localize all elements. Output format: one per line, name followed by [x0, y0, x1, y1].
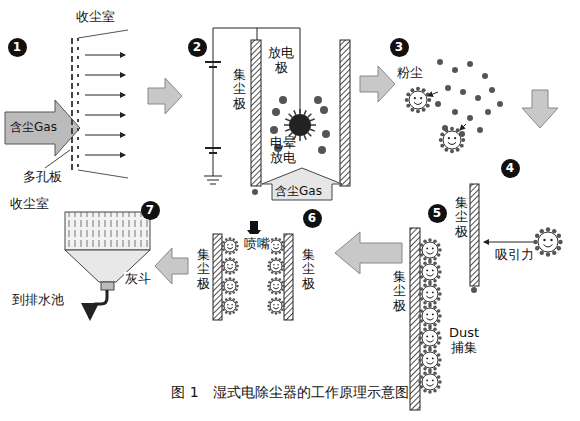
callout-number: 4 [501, 159, 520, 178]
particles-4 [533, 227, 562, 256]
particles-5 [418, 238, 442, 394]
label: 集尘极 [393, 270, 406, 313]
callout-number: 5 [428, 204, 447, 223]
label: 喷嘴 [243, 237, 271, 252]
callout-text: 1 [13, 40, 21, 54]
panel-4 [470, 184, 535, 293]
label: 集尘极 [233, 68, 246, 111]
label: 收尘室 [10, 197, 49, 212]
callout-number: 6 [303, 209, 322, 228]
label: Dust 捕集 [444, 326, 484, 356]
panel-2 [204, 28, 350, 200]
panel-1 [5, 30, 128, 178]
particles-6 [221, 237, 285, 315]
callout-number: 1 [8, 38, 27, 57]
callout-text: 3 [395, 40, 403, 54]
label: 到排水池 [12, 293, 64, 308]
label: 吸引力 [494, 248, 535, 263]
label: 集尘极 [455, 196, 468, 239]
label: 收尘室 [76, 10, 115, 25]
label: 灰斗 [124, 272, 152, 287]
label: 粉尘 [396, 66, 424, 81]
label: 含尘Gas [10, 121, 57, 135]
callout-number: 3 [390, 38, 409, 57]
callout-text: 4 [506, 161, 514, 175]
label: 集尘极 [302, 248, 315, 291]
panel-6 [213, 221, 293, 320]
callout-text: 5 [433, 206, 441, 220]
label: 电晕放电 [268, 136, 298, 166]
callout-text: 6 [308, 211, 316, 225]
panel-7 [65, 212, 150, 318]
figure-caption: 图 1 湿式电除尘器的工作原理示意图 [171, 384, 408, 402]
label: 放电极 [266, 46, 296, 76]
label: 集尘极 [197, 248, 210, 291]
label: 多孔板 [22, 170, 63, 185]
callout-number: 2 [188, 38, 207, 57]
callout-text: 2 [193, 40, 201, 54]
label: 含尘Gas [275, 185, 322, 199]
callout-text: 7 [146, 203, 154, 217]
callout-number: 7 [141, 201, 160, 220]
